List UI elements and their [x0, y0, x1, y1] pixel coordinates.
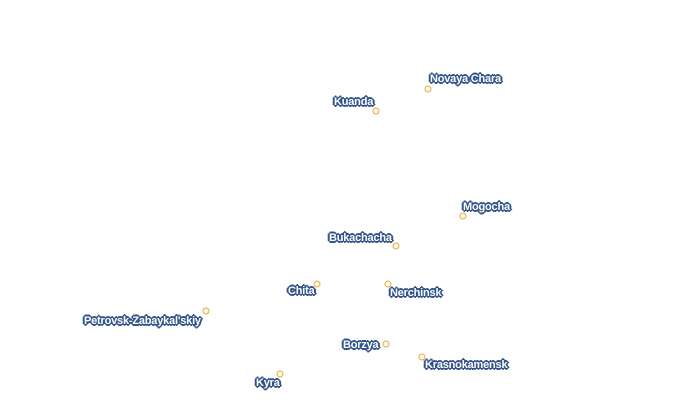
- city-label: Nerchinsk: [390, 287, 442, 299]
- city-label: Chita: [288, 285, 315, 297]
- city-label: Kyra: [256, 377, 280, 389]
- city-label: Kuanda: [334, 96, 374, 108]
- city-marker[interactable]: [418, 353, 426, 361]
- city-label: Novaya Chara: [430, 73, 501, 85]
- city-marker[interactable]: [382, 340, 390, 348]
- city-marker[interactable]: [202, 307, 210, 315]
- city-marker[interactable]: [384, 280, 392, 288]
- city-label: Bukachacha: [329, 232, 392, 244]
- city-marker[interactable]: [424, 85, 432, 93]
- city-label: Mogocha: [463, 201, 510, 213]
- city-marker[interactable]: [372, 107, 380, 115]
- city-marker[interactable]: [459, 212, 467, 220]
- city-label: Borzya: [343, 339, 379, 351]
- city-label: Krasnokamensk: [425, 359, 508, 371]
- city-label: Petrovsk-Zabaykal'skiy: [84, 315, 201, 327]
- city-marker[interactable]: [276, 370, 284, 378]
- city-marker[interactable]: [313, 280, 321, 288]
- city-marker[interactable]: [392, 242, 400, 250]
